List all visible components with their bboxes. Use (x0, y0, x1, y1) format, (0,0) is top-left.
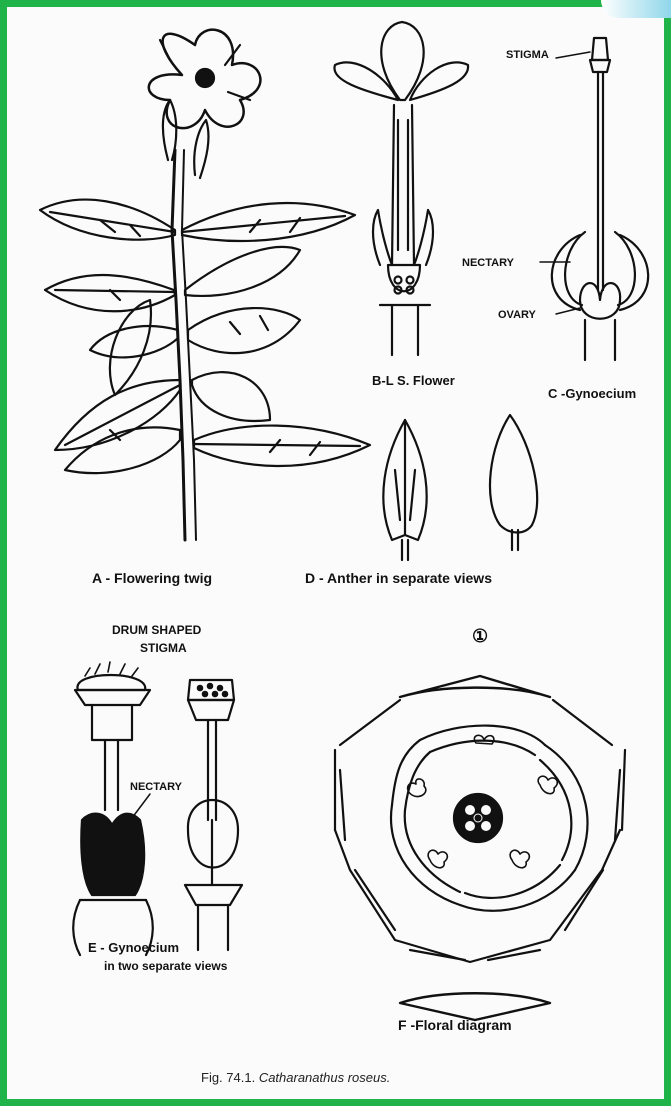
figure-caption: Fig. 74.1. Catharanathus roseus. (201, 1070, 390, 1085)
gynoecium-two-views-drawing (73, 662, 242, 955)
caption-prefix: Fig. 74.1. (201, 1070, 259, 1085)
e-nectary-label: NECTARY (130, 781, 183, 793)
ls-flower-drawing (334, 22, 468, 355)
caption-species: Catharanathus roseus. (259, 1070, 391, 1085)
stigma-pointer (556, 52, 590, 58)
c-panel-label: C -Gynoecium (548, 386, 636, 401)
anther-drawing (383, 415, 537, 560)
c-stigma-label: STIGMA (506, 49, 549, 61)
f-panel-label: F -Floral diagram (398, 1017, 512, 1033)
f-axis-symbol: ① (472, 626, 488, 646)
e-stigma-label-1: DRUM SHAPED (112, 623, 202, 637)
floral-diagram-drawing (335, 676, 625, 1020)
e-stigma-label-2: STIGMA (140, 641, 187, 655)
c-ovary-label: OVARY (498, 309, 537, 321)
flowering-twig-drawing (40, 30, 370, 540)
d-panel-label: D - Anther in separate views (305, 570, 492, 586)
e-panel-label-2: in two separate views (104, 959, 228, 973)
e-panel-label-1: E - Gynoecium (88, 940, 179, 955)
a-panel-label: A - Flowering twig (92, 570, 212, 586)
e-nectary-pointer (132, 794, 150, 818)
c-nectary-label: NECTARY (462, 257, 515, 269)
ovary-pointer (556, 308, 580, 314)
b-panel-label: B-L S. Flower (372, 373, 455, 388)
